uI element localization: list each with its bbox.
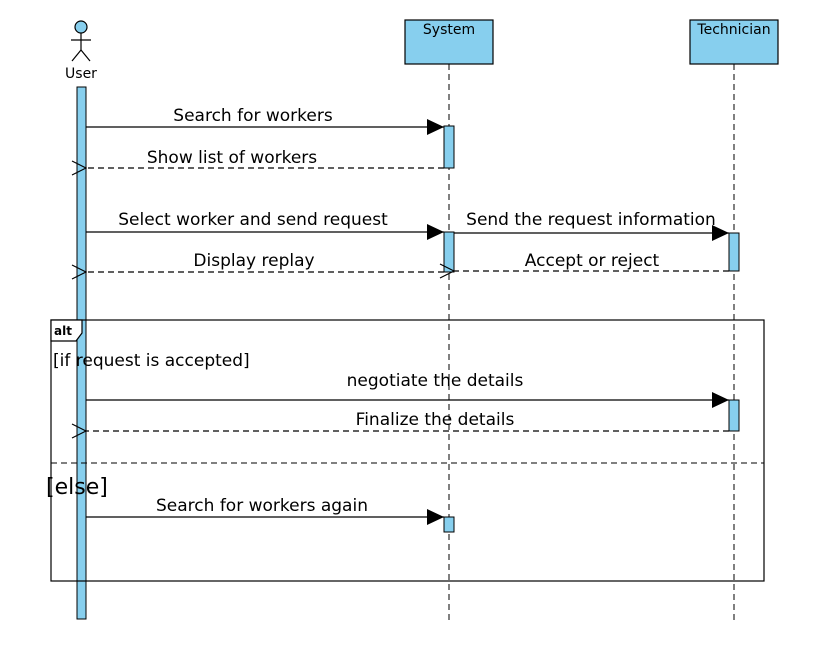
technician-lifeline-head[interactable]: Technician (689, 19, 779, 65)
message-search-workers-again[interactable]: Search for workers again (86, 496, 444, 525)
message-label: Show list of workers (147, 148, 317, 168)
fragment-operator-tab (50, 319, 83, 342)
message-accept-reject[interactable]: Accept or reject (454, 251, 729, 271)
actor-stick-figure-icon (71, 20, 91, 62)
user-activation-bar (76, 86, 87, 620)
message-label: Search for workers again (156, 496, 368, 516)
message-label: Search for workers (173, 106, 333, 126)
message-send-request-info[interactable]: Send the request information (454, 210, 729, 241)
message-finalize-details[interactable]: Finalize the details (86, 410, 729, 431)
message-display-replay[interactable]: Display replay (86, 251, 444, 272)
system-activation-bar-1 (443, 125, 455, 169)
user-label: User (65, 66, 97, 82)
alt-fragment[interactable]: alt [if request is accepted] [else] (46, 319, 765, 582)
system-activation-bar-2 (443, 231, 455, 273)
system-lifeline-head[interactable]: System (404, 19, 494, 65)
message-negotiate-details[interactable]: negotiate the details (86, 371, 729, 408)
message-label: Send the request information (466, 210, 716, 230)
message-search-workers[interactable]: Search for workers (86, 106, 444, 135)
fragment-operator: alt (54, 324, 72, 338)
technician-activation-bar-1 (728, 232, 740, 272)
message-select-worker[interactable]: Select worker and send request (86, 210, 444, 240)
system-label: System (423, 22, 475, 38)
message-label: negotiate the details (347, 371, 524, 391)
message-label: Accept or reject (525, 251, 660, 271)
guard-else: [else] (46, 475, 108, 500)
technician-activation-bar-2 (728, 399, 740, 432)
guard-if: [if request is accepted] (53, 351, 250, 371)
message-label: Finalize the details (356, 410, 515, 430)
message-label: Display replay (193, 251, 314, 271)
user-actor[interactable]: User (65, 20, 97, 82)
technician-label: Technician (696, 22, 770, 38)
message-label: Select worker and send request (118, 210, 388, 230)
system-activation-bar-3 (443, 516, 455, 533)
message-show-list[interactable]: Show list of workers (86, 148, 444, 168)
